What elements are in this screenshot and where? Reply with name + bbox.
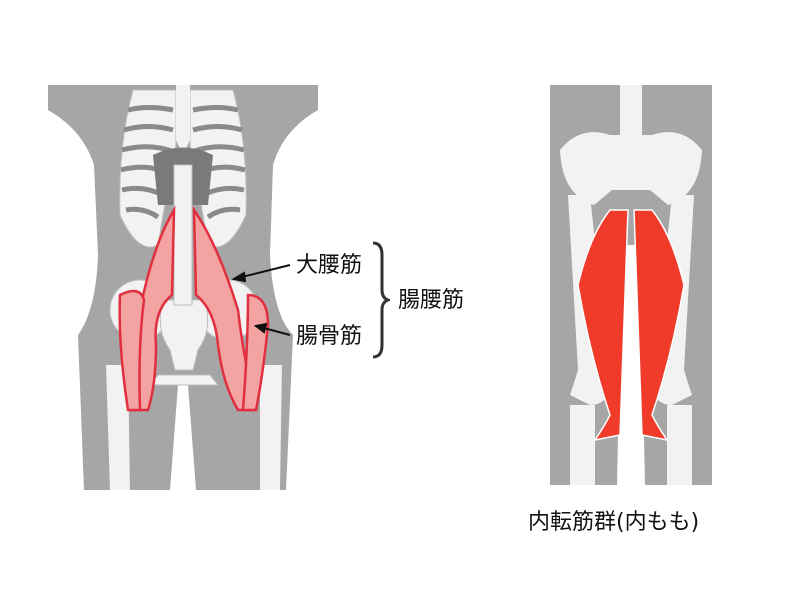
hip-leg-illustration xyxy=(550,85,712,485)
iliacus-label: 腸骨筋 xyxy=(296,324,363,349)
sternum xyxy=(176,85,190,155)
rib-gaps xyxy=(120,105,246,220)
iliacus-muscles xyxy=(118,289,270,412)
femurs xyxy=(106,365,282,490)
iliopsoas-label: 腸腰筋 xyxy=(398,288,465,313)
pelvis xyxy=(560,85,702,205)
lumbar-spine xyxy=(173,164,193,306)
adductor-caption: 内転筋群(内もも) xyxy=(528,510,700,535)
psoas-major-label: 大腰筋 xyxy=(296,253,363,278)
brace-icon xyxy=(372,241,390,359)
iliopsoas-figure xyxy=(48,85,318,490)
label-arrows xyxy=(231,264,291,336)
adductor-muscles xyxy=(577,209,685,442)
torso-illustration xyxy=(48,85,318,490)
adductor-figure xyxy=(550,85,712,485)
